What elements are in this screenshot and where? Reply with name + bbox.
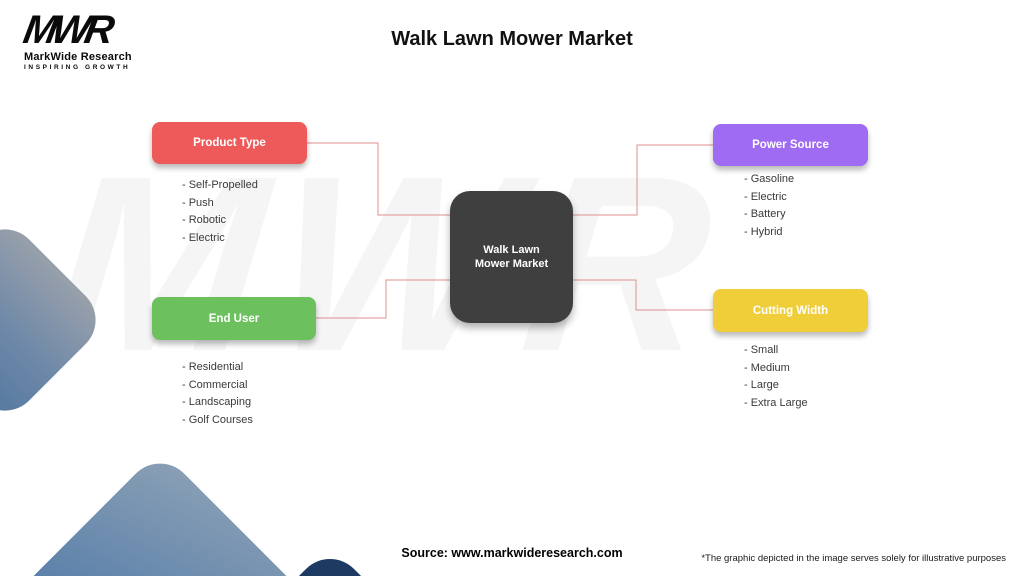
list-item: - Gasoline: [744, 173, 795, 185]
logo-tagline: INSPIRING GROWTH: [24, 64, 131, 71]
list-power-source: - Gasoline - Electric - Battery - Hybrid: [744, 171, 794, 241]
source-text: Source: www.markwideresearch.com: [401, 546, 623, 560]
logo-company-name: MarkWide Research: [24, 51, 132, 63]
connector-end-user: [316, 279, 451, 319]
list-item: - Extra Large: [744, 396, 808, 409]
list-item: - Electric: [182, 231, 225, 244]
node-power-source: Power Source: [713, 124, 868, 166]
list-item: - Landscaping: [182, 396, 252, 409]
connector-product-type: [307, 142, 451, 216]
node-cutting-width: Cutting Width: [713, 289, 868, 332]
page-title: Walk Lawn Mower Market: [391, 28, 633, 50]
list-item: - Small: [744, 344, 779, 356]
disclaimer-text: *The graphic depicted in the image serve…: [701, 553, 1006, 564]
list-end-user: - Residential - Commercial - Landscaping…: [182, 359, 253, 429]
node-end-user: End User: [152, 297, 316, 340]
list-item: - Robotic: [182, 214, 227, 227]
list-item: - Push: [182, 196, 214, 209]
list-item: - Commercial: [182, 378, 248, 391]
markwide-logo: MWR MarkWide Research INSPIRING GROWTH: [20, 8, 132, 71]
list-item: - Golf Courses: [182, 413, 253, 426]
list-product-type: - Self-Propelled - Push - Robotic - Elec…: [182, 177, 258, 247]
connector-cutting-width: [572, 279, 713, 311]
list-item: - Battery: [744, 208, 786, 221]
list-item: - Medium: [744, 361, 790, 374]
list-item: - Self-Propelled: [182, 179, 258, 191]
node-product-type: Product Type: [152, 122, 307, 164]
list-item: - Residential: [182, 361, 244, 373]
connector-power-source: [572, 144, 713, 216]
list-cutting-width: - Small - Medium - Large - Extra Large: [744, 342, 808, 412]
list-item: - Electric: [744, 190, 787, 203]
list-item: - Hybrid: [744, 225, 783, 238]
list-item: - Large: [744, 379, 779, 392]
center-node: Walk Lawn Mower Market: [450, 191, 573, 323]
